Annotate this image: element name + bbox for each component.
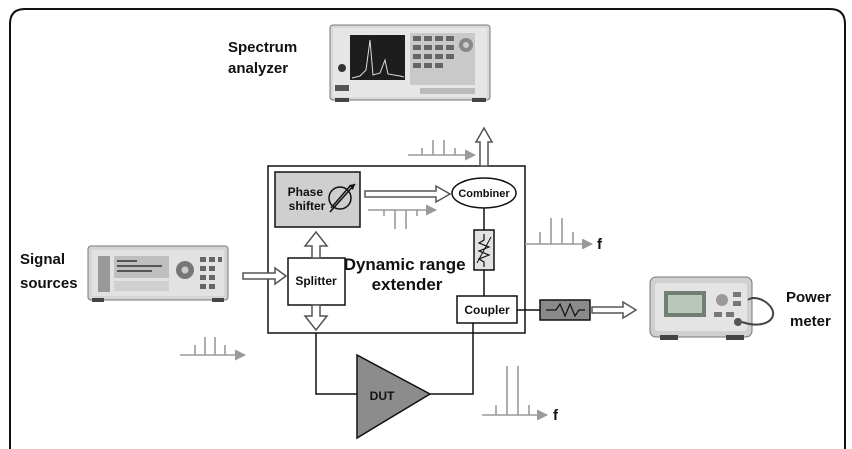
freq-axis-label-2: f xyxy=(553,407,559,424)
dut-triangle xyxy=(356,353,432,440)
combiner-label: Combiner xyxy=(458,188,510,200)
dut-output-line xyxy=(430,323,474,395)
signal-sources-label-2: sources xyxy=(20,275,78,292)
spectrum-analyzer-instrument xyxy=(329,24,491,102)
attenuator-to-meter-arrow xyxy=(591,300,638,320)
svg-text:Spectrum analyzer: Spectrum analyzer xyxy=(228,39,301,77)
spectrum-analyzer-label-2: analyzer xyxy=(228,60,288,77)
svg-text:Dynamic range extender: Dynamic range extender xyxy=(344,255,471,294)
power-meter-label-2: meter xyxy=(790,313,831,330)
outer-frame xyxy=(9,8,846,449)
spectrum-lines-cancellation xyxy=(368,204,438,229)
spectrum-analyzer-label-1: Spectrum xyxy=(228,39,297,56)
coupler-label: Coupler xyxy=(464,303,510,317)
spectrum-lines-input xyxy=(180,337,247,361)
spectrum-lines-analyzer xyxy=(408,140,477,161)
dre-label-2: extender xyxy=(372,275,443,294)
signal-sources-label-1: Signal xyxy=(20,251,65,268)
resistor-attenuator-icon xyxy=(476,234,492,267)
splitter-down-arrow xyxy=(303,304,329,332)
freq-axis-label-1: f xyxy=(597,236,603,253)
spectrum-lines-dut-output xyxy=(482,366,549,421)
dut-label: DUT xyxy=(370,389,395,403)
splitter-up-arrow xyxy=(303,230,329,259)
phase-shifter-label-2: shifter xyxy=(289,199,326,213)
coupler-box xyxy=(456,295,518,324)
phase-shifter-icon xyxy=(328,183,356,213)
svg-text:Phase shifter: Phase shifter xyxy=(288,185,327,213)
phase-shifter-label-1: Phase xyxy=(288,185,324,199)
dut-input-line xyxy=(315,333,357,395)
phase-shifter-box xyxy=(274,171,361,228)
spectrum-lines-combined xyxy=(525,218,594,250)
phase-to-combiner-arrow xyxy=(364,184,452,204)
attenuator-horizontal xyxy=(539,299,591,321)
signal-generator-instrument xyxy=(87,245,229,302)
combiner-to-analyzer-arrow xyxy=(474,126,494,167)
power-meter-instrument xyxy=(649,276,775,340)
svg-text:Signal sources: Signal sources xyxy=(20,251,78,292)
dre-label-1: Dynamic range xyxy=(344,255,466,274)
splitter-label: Splitter xyxy=(295,274,337,288)
source-to-splitter-arrow xyxy=(242,266,288,286)
power-meter-label-1: Power xyxy=(786,289,831,306)
svg-text:Power meter: Power meter xyxy=(786,289,835,330)
